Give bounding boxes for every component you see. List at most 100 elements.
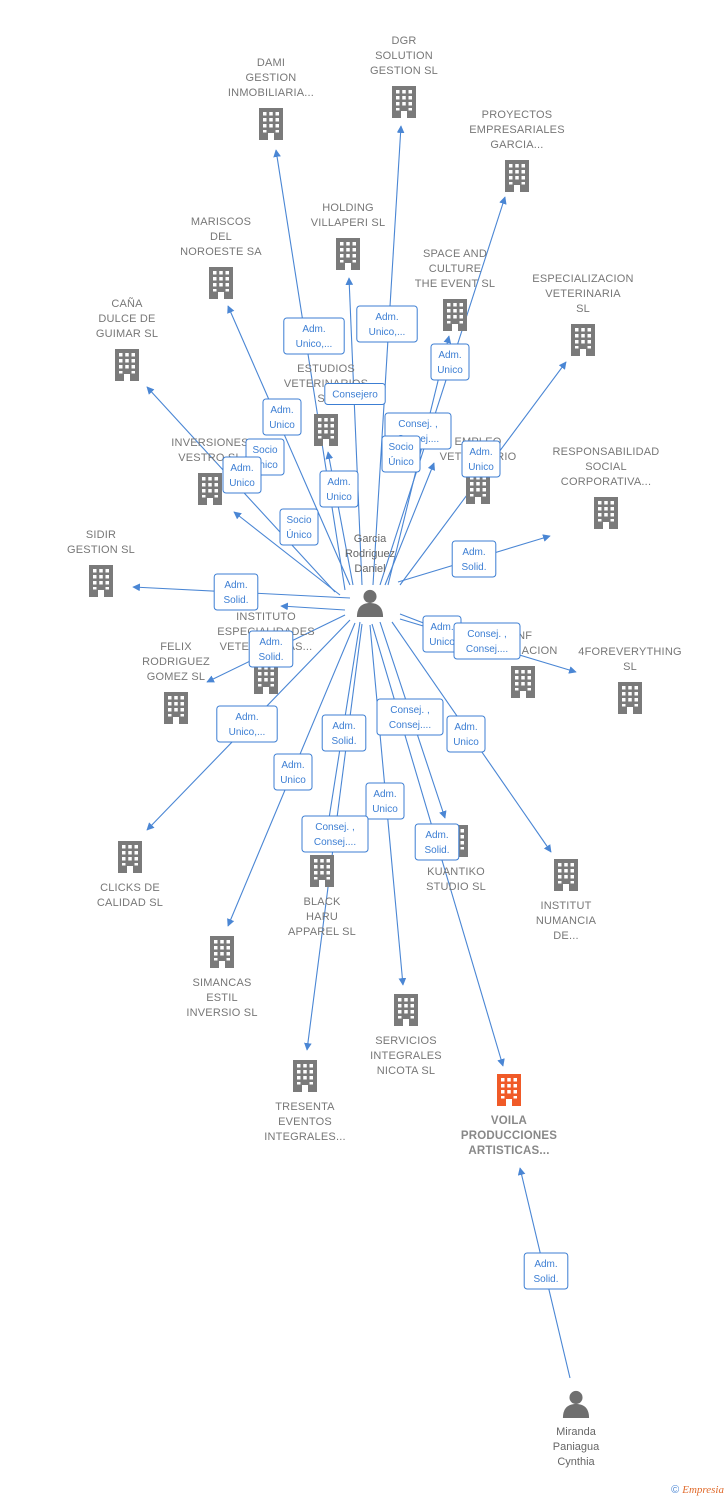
company-name-line: VOILA — [491, 1115, 527, 1127]
company-node-proyectos[interactable]: PROYECTOSEMPRESARIALESGARCIA... — [469, 109, 565, 192]
edge-label-garcia-clicks[interactable]: Adm.Unico,... — [216, 705, 278, 743]
company-name-line: DAMI — [257, 57, 285, 69]
edge-label-garcia-mariscos[interactable]: Adm.Unico — [262, 398, 302, 436]
edge-label-text: Único — [286, 528, 312, 541]
company-name-line: SL — [576, 303, 590, 315]
edge-label-garcia-especializacion[interactable]: Adm.Unico — [461, 440, 501, 478]
nodes-layer: DAMIGESTIONINMOBILIARIA...DGRSOLUTIONGES… — [67, 35, 682, 1468]
building-icon — [293, 1060, 317, 1092]
edge-label-text: Adm. — [302, 324, 325, 335]
edge-label-garcia-estudios[interactable]: Adm.Unico — [319, 470, 359, 508]
edge-label-text: Adm. — [230, 463, 253, 474]
edge-label-text: Solid. — [223, 595, 248, 606]
edge-label-text: Adm. — [534, 1259, 557, 1270]
edge-label-text: Adm. — [438, 350, 461, 361]
edge-label-garcia-voila[interactable]: Adm.Solid. — [414, 823, 460, 861]
company-name-line: VILLAPERI SL — [311, 217, 386, 229]
company-node-institut[interactable]: INSTITUTNUMANCIADE... — [536, 859, 597, 942]
edge-label-garcia-black[interactable]: Adm.Solid. — [321, 714, 367, 752]
company-name-line: GOMEZ SL — [147, 671, 205, 683]
company-name-line: DULCE DE — [98, 313, 155, 325]
edge-label-garcia-sidir[interactable]: Adm.Solid. — [213, 573, 259, 611]
edge-label-garcia-holding[interactable]: Consejero — [324, 383, 386, 405]
edge-garcia-inversiones — [233, 511, 341, 596]
company-node-tresenta[interactable]: TRESENTAEVENTOSINTEGRALES... — [264, 1060, 346, 1143]
person-name-line: Daniel — [354, 563, 385, 575]
company-node-responsabilidad[interactable]: RESPONSABILIDADSOCIALCORPORATIVA... — [553, 446, 660, 529]
edge-label-garcia-tresenta[interactable]: Consej. ,Consej.... — [301, 815, 369, 853]
edge-label-text: Consej.... — [314, 837, 356, 848]
person-name-line: Paniagua — [553, 1441, 600, 1453]
company-name-line: NICOTA SL — [377, 1065, 435, 1077]
building-icon — [209, 267, 233, 299]
edge-garcia-proyectos — [379, 196, 507, 586]
edge-label-garcia-proyectos[interactable]: Adm.Unico — [430, 343, 470, 381]
edge-label-garcia-simancas[interactable]: Adm. Unico — [273, 753, 313, 791]
edge-label-garcia-responsabilidad[interactable]: Adm. Solid. — [451, 540, 497, 578]
company-name-line: NOROESTE SA — [180, 246, 262, 258]
edge-label-text: Socio — [388, 442, 413, 453]
brand-name: Empresia — [682, 1484, 724, 1496]
building-icon — [511, 666, 535, 698]
company-node-dami[interactable]: DAMIGESTIONINMOBILIARIA... — [228, 57, 314, 140]
footer-brand[interactable]: © Empresia — [671, 1484, 724, 1496]
edge-label-text: Unico — [229, 478, 255, 489]
company-name-line: INSTITUTO — [236, 611, 296, 623]
edge-label-text: Unico — [280, 775, 306, 786]
edge-label-text: Adm. — [270, 405, 293, 416]
edge-label-text: Solid. — [331, 736, 356, 747]
company-name-line: GESTION — [246, 72, 297, 84]
edge-label-garcia-felix[interactable]: Adm.Solid. — [248, 630, 294, 668]
edge-label-garcia-inversiones[interactable]: Adm. Unico — [222, 456, 262, 494]
edge-label-text: Consej.... — [389, 720, 431, 731]
edge-label-miranda-voila[interactable]: Adm.Solid. — [523, 1252, 569, 1290]
building-icon — [497, 1074, 521, 1106]
edge-label-text: Consej.... — [466, 644, 508, 655]
company-name-line: GESTION SL — [67, 544, 135, 556]
edge-label-garcia-inf[interactable]: Adm.Unico — [422, 615, 462, 653]
company-name-line: FELIX — [160, 641, 192, 653]
edge-label-garcia-4forever[interactable]: Consej. ,Consej.... — [453, 622, 521, 660]
edge-label-text: Unico,... — [369, 327, 406, 338]
company-name-line: GARCIA... — [490, 139, 543, 151]
edge-label-text: Solid. — [461, 562, 486, 573]
edge-label-text: Adm. — [259, 637, 282, 648]
edge-label-text: Adm. — [375, 312, 398, 323]
company-name-line: SL — [623, 661, 637, 673]
edge-label-garcia-dgr[interactable]: Adm. Unico,... — [356, 305, 418, 343]
edge-label-text: Adm. — [373, 789, 396, 800]
edge-label-text: Adm. — [281, 760, 304, 771]
company-name-line: ESPECIALIZACION — [532, 273, 633, 285]
edge-label-garcia-servicios[interactable]: Adm.Unico — [365, 782, 405, 820]
edge-label-text: Adm. — [462, 547, 485, 558]
edge-label-text: Único — [388, 455, 414, 468]
edge-label-garcia-dami[interactable]: Adm.Unico,... — [283, 317, 345, 355]
building-icon — [618, 682, 642, 714]
edge-label-text: Socio — [286, 515, 311, 526]
company-name-line: SERVICIOS — [375, 1035, 437, 1047]
edge-label-garcia-kuantiko[interactable]: Consej. ,Consej.... — [376, 698, 444, 736]
company-name-line: MARISCOS — [191, 216, 251, 228]
edge-label-garcia-institut[interactable]: Adm.Unico — [446, 715, 486, 753]
edge-garcia-dgr — [372, 125, 405, 586]
company-node-voila[interactable]: VOILAPRODUCCIONESARTISTICAS... — [461, 1074, 557, 1157]
company-name-line: STUDIO SL — [426, 881, 486, 893]
